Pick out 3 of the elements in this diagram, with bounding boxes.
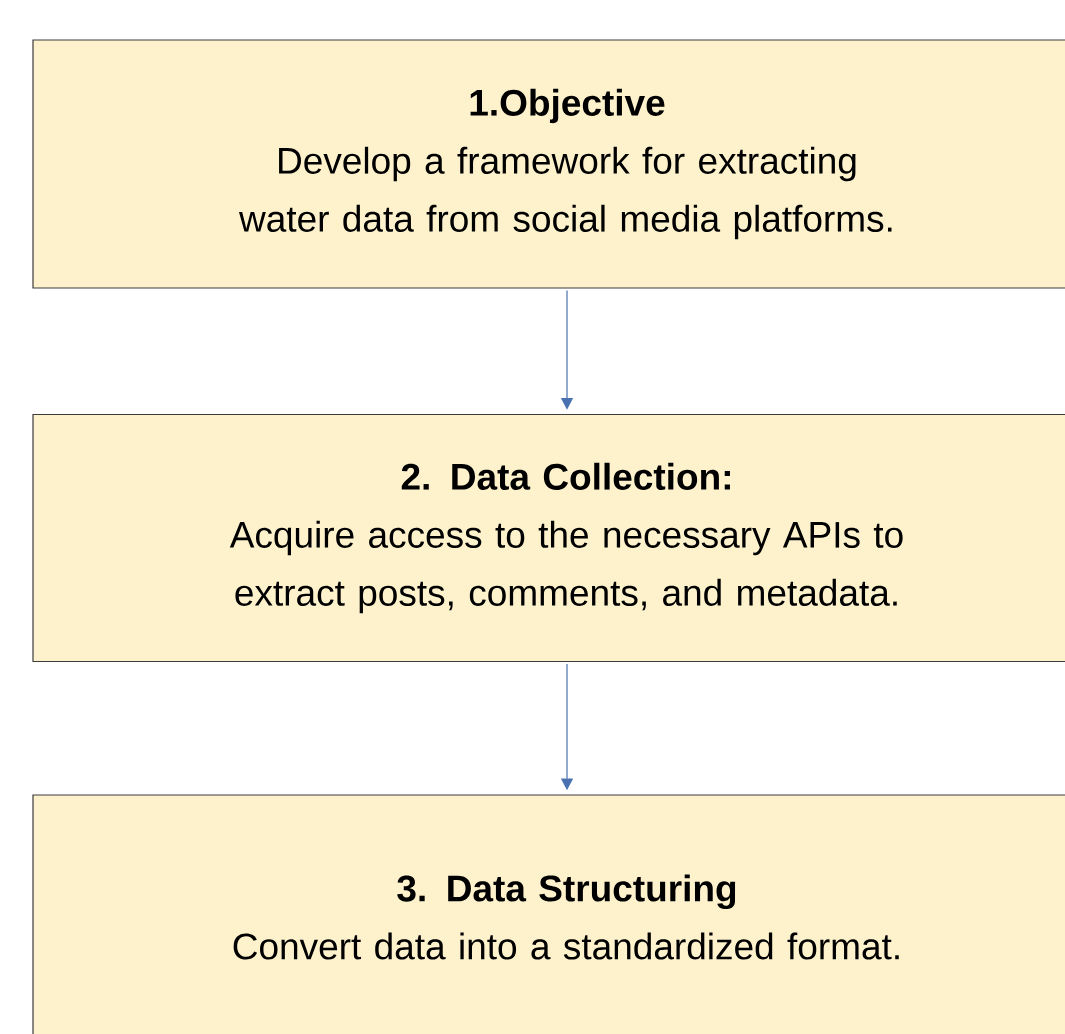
process-box: 2. Data Collection: Acquire access to the necessary APIs to extract posts, comments, and metadata.	[32, 413, 1065, 663]
process-box: 3. Data Structuring Convert data into a standardized format.	[32, 794, 1065, 1034]
process-box: 1.Objective Develop a framework for extracting water data from social media platforms.	[32, 39, 1065, 289]
